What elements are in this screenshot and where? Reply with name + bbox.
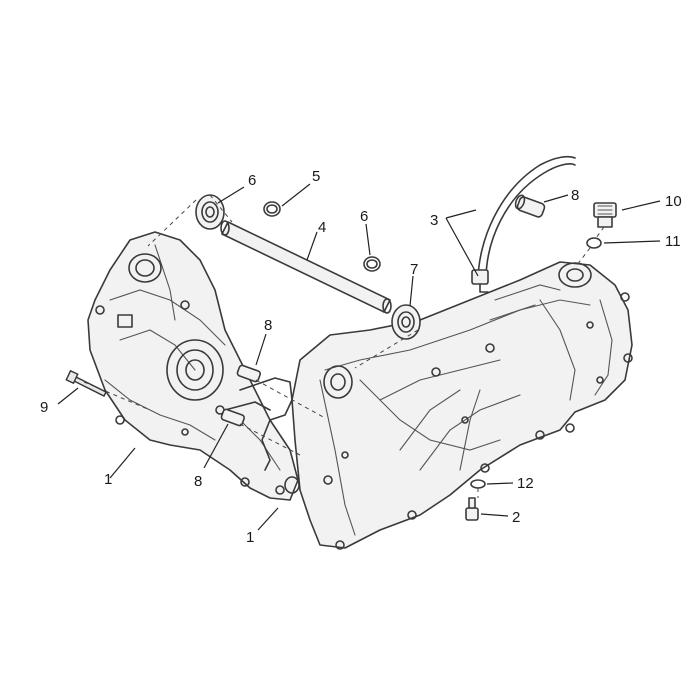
leader-lines xyxy=(57,183,661,531)
callout-7: 8 xyxy=(571,187,579,204)
callout-1-right: 1 xyxy=(246,529,254,546)
seal-ring-upper xyxy=(263,201,281,217)
callout-1-left: 1 xyxy=(104,471,112,488)
seal-ring-lower xyxy=(363,256,381,272)
callout-10: 10 xyxy=(665,193,682,210)
callout-8-upper: 8 xyxy=(264,317,272,334)
callout-12: 12 xyxy=(517,475,534,492)
crankcase-right-half xyxy=(291,261,633,550)
filler-cap xyxy=(593,202,617,228)
callout-6-left: 6 xyxy=(248,172,256,189)
drain-washer xyxy=(470,479,486,489)
callout-6-right: 7 xyxy=(410,261,418,278)
callout-3: 3 xyxy=(430,212,438,229)
callout-5-upper: 5 xyxy=(312,168,320,185)
o-ring xyxy=(586,237,602,249)
callout-8-lower: 8 xyxy=(194,473,202,490)
callout-9: 9 xyxy=(40,399,48,416)
bearing-left xyxy=(195,194,225,230)
dowel-sleeve xyxy=(514,194,546,218)
dowel-pin-upper xyxy=(236,364,262,383)
callout-5-lower: 6 xyxy=(360,208,368,225)
bearing-right xyxy=(391,304,421,340)
callout-labels: 6 5 4 6 7 3 8 10 11 8 9 1 8 1 12 2 xyxy=(40,168,682,546)
drain-plug xyxy=(465,497,479,521)
callout-2: 2 xyxy=(512,509,520,526)
long-bolt xyxy=(65,369,107,397)
alignment-guides xyxy=(83,194,605,498)
crankcase-left-half xyxy=(87,231,300,501)
shaft xyxy=(220,220,392,314)
dowel-pin-lower xyxy=(220,408,246,427)
callout-4: 4 xyxy=(318,219,326,236)
callout-11: 11 xyxy=(665,233,681,250)
